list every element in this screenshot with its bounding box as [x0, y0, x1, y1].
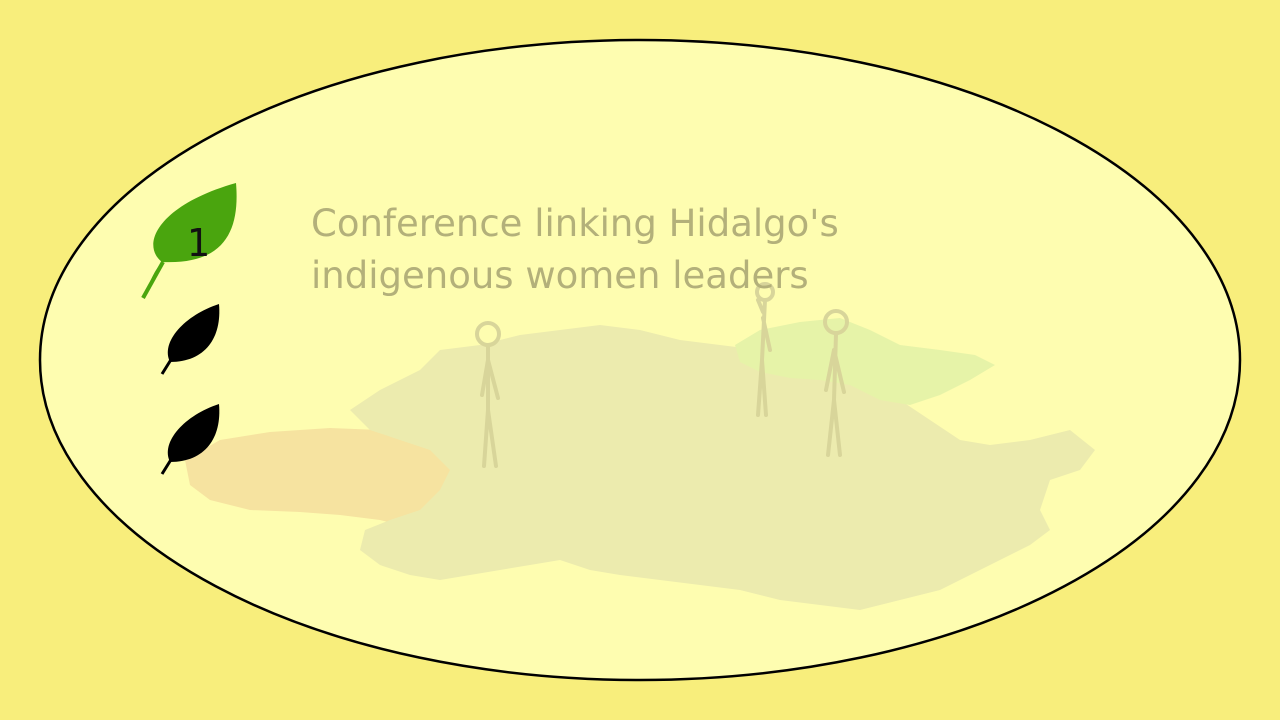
stick-figures [475, 282, 849, 468]
leaf-stem [141, 261, 165, 299]
slide-title-line-2: indigenous women leaders [311, 254, 809, 297]
step-1-number: 1 [187, 221, 210, 265]
stick-figure [475, 321, 501, 468]
hidalgo-map [185, 318, 1095, 610]
stick-figure [823, 309, 849, 457]
leaf-icon [167, 304, 220, 362]
leaf-icon [145, 183, 237, 296]
leaf-stem [160, 357, 174, 375]
map-region-west [185, 428, 480, 530]
map-region-main [350, 325, 1095, 610]
slide-title-line-1: Conference linking Hidalgo's [311, 202, 839, 245]
leaf-icon [167, 404, 220, 462]
step-2-leaf[interactable] [160, 304, 220, 375]
step-3-leaf[interactable] [160, 404, 220, 475]
stick-figure [755, 282, 775, 417]
map-region-north-east [735, 318, 995, 405]
step-1-leaf[interactable] [141, 183, 237, 299]
leaf-stem [160, 457, 174, 475]
slide-title: Conference linking Hidalgo's indigenous … [311, 198, 951, 302]
